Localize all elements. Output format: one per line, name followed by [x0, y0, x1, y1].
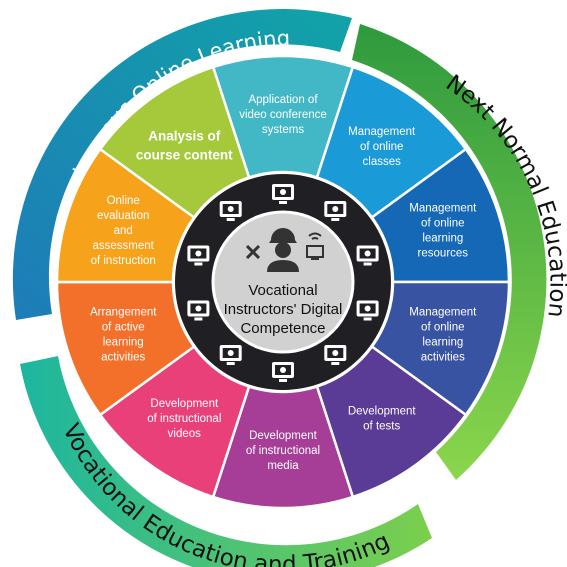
outer-band-top-left [12, 8, 353, 321]
segment-7-label-line-1: Development [150, 398, 219, 410]
segment-10-label-line-2: course content [136, 148, 233, 163]
center-title-line-1: Vocational [248, 282, 317, 299]
segment-4-label-line-1: Management [409, 306, 477, 318]
segment-9-label-line-2: evaluation [97, 210, 149, 222]
segment-1-label-line-1: Application of [248, 94, 318, 106]
segment-4-label-line-4: activities [421, 351, 465, 363]
segment-7-label-line-3: videos [168, 428, 201, 440]
content-analysis-icon [219, 201, 242, 221]
instructional-media-icon [272, 362, 294, 382]
online-activities-icon [356, 300, 379, 321]
segment-3-label-line-1: Management [409, 203, 477, 215]
segment-5-label-line-2: of tests [363, 420, 400, 432]
segment-8-label-line-1: Arrangement [90, 306, 157, 318]
segment-8-label-line-4: activities [101, 351, 145, 363]
segment-3-label-line-3: learning [422, 233, 463, 245]
segment-4-label-line-2: of online [421, 321, 464, 333]
segment-4-label-line-3: learning [422, 336, 463, 348]
segment-9-label-line-4: assessment [93, 240, 155, 252]
segment-2-label-line-3: classes [363, 156, 402, 168]
segment-9-label-line-5: of instruction [91, 255, 156, 267]
worker-with-tools-and-devices-icon [245, 228, 324, 272]
segment-8-label-line-3: learning [103, 336, 144, 348]
segment-3-label-line-2: of online [421, 218, 464, 230]
segment-7-label-line-2: of instructional [147, 413, 221, 425]
outer-bands [12, 8, 547, 567]
segment-3-label-line-4: resources [418, 248, 469, 260]
segment-9-label-line-3: and [114, 225, 133, 237]
video-player-icon [219, 345, 242, 365]
segment-9-label-line-1: Online [107, 195, 140, 207]
video-conference-icon [272, 184, 294, 204]
outer-band-right [352, 24, 547, 480]
segment-6-label-line-3: media [267, 460, 299, 472]
outer-band-bottom [20, 356, 432, 567]
segment-10-label-line-1: Analysis of [148, 129, 221, 144]
segment-6-label-line-2: of instructional [246, 445, 320, 457]
segment-5-label-line-1: Development [348, 405, 417, 417]
test-checklist-icon [324, 345, 347, 365]
online-class-icon [324, 201, 347, 221]
icon-ring-icons [187, 184, 379, 382]
segment-1-label-line-3: systems [262, 124, 304, 136]
segment-1-label-line-2: video conference [239, 109, 327, 121]
segment-wedge-10 [98, 65, 251, 220]
evaluation-icon [187, 245, 210, 266]
segment-2-label-line-1: Management [348, 126, 416, 138]
web-resources-icon [356, 245, 379, 266]
segment-6-label-line-1: Development [249, 430, 318, 442]
segment-2-label-line-2: of online [360, 141, 403, 153]
center-title-line-2: Instructors' Digital [224, 301, 343, 318]
center-title-line-3: Competence [240, 320, 325, 337]
gears-activities-icon [187, 300, 210, 321]
segment-8-label-line-2: of active [102, 321, 145, 333]
